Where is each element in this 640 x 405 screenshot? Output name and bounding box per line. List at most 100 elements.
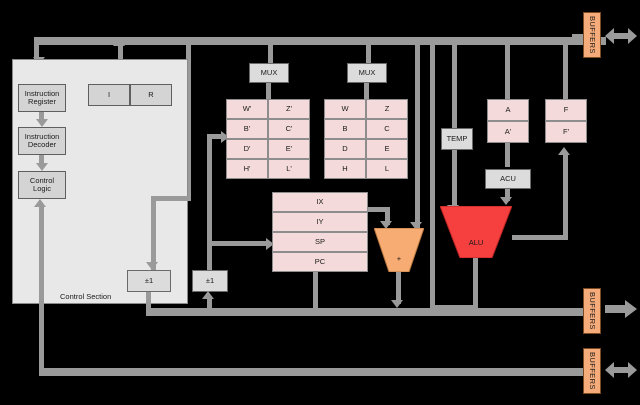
- register-label-z-prime: Z': [285, 104, 292, 114]
- wire-topbus-right-ctrl: [186, 41, 191, 201]
- r-register-label: R: [148, 90, 154, 100]
- wire-inc2-to-pointers: [207, 241, 269, 246]
- wire-a-to-acu: [505, 143, 510, 167]
- wire-adder-to-addrbus: [396, 272, 401, 304]
- wire-alu-out-down: [473, 258, 478, 310]
- temp-label: TEMP: [446, 134, 468, 144]
- register-cell-h-prime: H': [226, 159, 268, 179]
- mux-left-box: MUX: [249, 63, 289, 83]
- instruction-decoder-label-2: Decoder: [27, 140, 57, 149]
- buffers-bottom-right: BUFFERS: [583, 348, 601, 394]
- register-label-c: C: [384, 124, 390, 134]
- wire-topbus-to-mux-right: [366, 41, 371, 63]
- mux-left-label: MUX: [260, 68, 278, 78]
- wire-decoder-to-logic: [39, 155, 44, 167]
- buffers-bottom-label: BUFFERS: [587, 352, 597, 390]
- wire-ctrl-right-join: [151, 196, 189, 201]
- wire-mux-left-down: [266, 83, 271, 99]
- buffers-middle-right: BUFFERS: [583, 288, 601, 334]
- register-label-sp: SP: [314, 237, 325, 247]
- wire-inc2-to-shadow: [207, 134, 223, 139]
- wire-alu-out-left: [430, 305, 478, 310]
- flags-f-prime-label: F': [562, 127, 569, 137]
- wire-inc2-up: [207, 134, 212, 270]
- wire-databus-to-buffers: [572, 368, 588, 373]
- arrowhead-down-alu-right: [500, 197, 512, 205]
- control-logic-label-2: Logic: [33, 184, 51, 193]
- register-label-h: H: [342, 164, 348, 174]
- arrow-double-top: [605, 26, 637, 51]
- wire-topbus-to-ctrl: [34, 41, 39, 59]
- acu-box: ACU: [485, 169, 531, 189]
- wire-pc-to-addrbus: [313, 272, 318, 312]
- accumulator-a-prime-cell: A': [487, 121, 529, 143]
- register-cell-e: E: [366, 139, 408, 159]
- arrowhead-ir-to-decoder: [36, 119, 48, 127]
- wire-topbus-to-mux-left: [268, 41, 273, 63]
- accumulator-a-prime-label: A': [504, 127, 512, 137]
- register-cell-h: H: [324, 159, 366, 179]
- flags-f-prime-cell: F': [545, 121, 587, 143]
- accumulator-a-label: A: [505, 105, 511, 115]
- incrementer-2-label: ±1: [205, 276, 215, 286]
- wire-regs-to-adder-v: [385, 207, 390, 225]
- mux-right-box: MUX: [347, 63, 387, 83]
- buffers-top-right: BUFFERS: [583, 12, 601, 58]
- wire-regs-to-adder: [368, 207, 390, 212]
- flags-f-label: F: [563, 105, 569, 115]
- incrementer-2-box: ±1: [192, 270, 228, 292]
- instruction-decoder-box: Instruction Decoder: [18, 127, 66, 155]
- wire-topbus-to-buffers: [572, 34, 590, 39]
- wire-alu-to-flags-h: [512, 235, 565, 240]
- wire-alu-to-flags: [563, 155, 568, 240]
- register-cell-iy: IY: [272, 212, 368, 232]
- register-label-d-prime: D': [243, 144, 251, 154]
- wire-topbus-to-temp: [452, 41, 457, 212]
- register-cell-d: D: [324, 139, 366, 159]
- register-cell-l: L: [366, 159, 408, 179]
- wire-addrbus-to-buffers: [572, 308, 588, 313]
- data-bus: [39, 368, 586, 376]
- wire-ir-to-decoder: [39, 112, 44, 122]
- register-cell-z-prime: Z': [268, 99, 310, 119]
- wire-addrbus-to-inc2: [207, 296, 212, 312]
- register-label-iy: IY: [316, 217, 324, 227]
- wire-topbus-to-adder: [415, 41, 420, 228]
- register-cell-w-prime: W': [226, 99, 268, 119]
- register-cell-b-prime: B': [226, 119, 268, 139]
- control-logic-label-1: Control: [29, 176, 55, 186]
- register-label-w: W: [341, 104, 349, 114]
- wire-topbus-to-f: [563, 41, 568, 99]
- register-label-e: E: [384, 144, 390, 154]
- arrowhead-down-addrbus: [391, 300, 403, 308]
- arrow-right-middle: [605, 300, 637, 323]
- flags-f-cell: F: [545, 99, 587, 121]
- register-cell-b: B: [324, 119, 366, 139]
- register-label-pc: PC: [314, 257, 326, 267]
- arrowhead-up-topbus: [113, 38, 125, 46]
- r-register-cell: R: [130, 84, 172, 106]
- register-label-b: B: [342, 124, 348, 134]
- register-label-l: L: [384, 164, 390, 174]
- arrowhead-down-inc1-b: [146, 262, 158, 270]
- register-cell-z: Z: [366, 99, 408, 119]
- buffers-top-label: BUFFERS: [587, 16, 597, 54]
- wire-topbus-to-a: [505, 41, 510, 99]
- arrowhead-up-control-logic: [34, 199, 46, 207]
- arrow-double-bottom: [605, 360, 637, 385]
- wire-acu-to-alu: [505, 189, 510, 201]
- register-label-c-prime: C': [285, 124, 293, 134]
- accumulator-a-cell: A: [487, 99, 529, 121]
- incrementer-1-box: ±1: [127, 270, 171, 292]
- wire-mux-right-down: [364, 83, 369, 99]
- i-register-cell: I: [88, 84, 130, 106]
- wire-inc1-to-addrbus: [146, 292, 151, 312]
- instruction-register-label-2: Register: [28, 97, 56, 106]
- register-cell-sp: SP: [272, 232, 368, 252]
- top-internal-bus: [34, 37, 606, 45]
- mux-right-label: MUX: [358, 68, 376, 78]
- register-cell-d-prime: D': [226, 139, 268, 159]
- register-cell-l-prime: L': [268, 159, 310, 179]
- register-cell-c: C: [366, 119, 408, 139]
